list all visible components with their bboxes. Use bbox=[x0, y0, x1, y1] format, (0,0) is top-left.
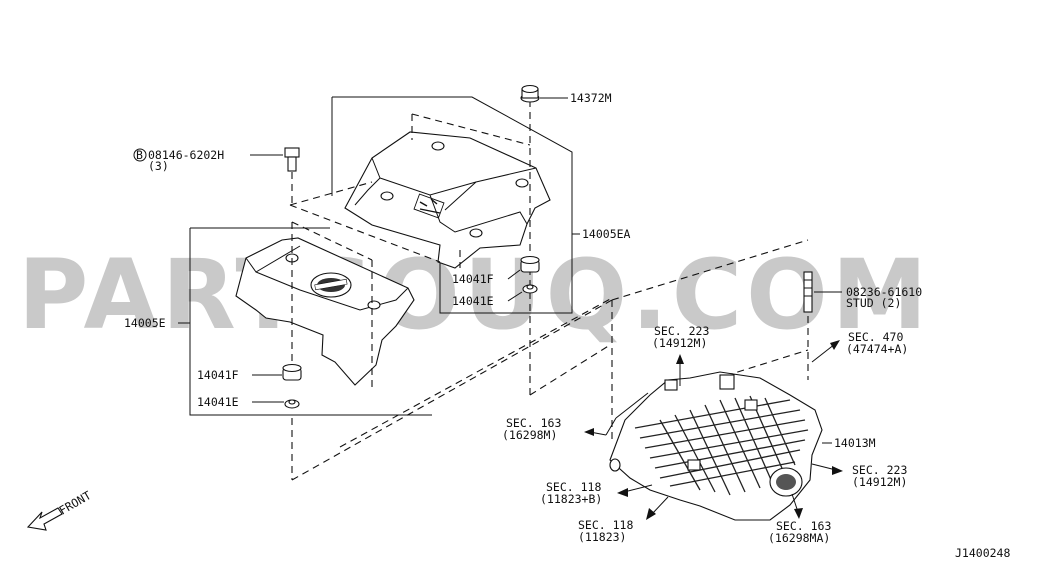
lower-cover-frame bbox=[178, 227, 432, 416]
diagram-id: J1400248 bbox=[955, 546, 1010, 560]
stud-08236-61610 bbox=[803, 271, 842, 380]
label-sec223-top-b: (14912M) bbox=[652, 336, 707, 350]
arrow-sec223-top bbox=[676, 354, 684, 386]
label-14005E: 14005E bbox=[124, 316, 166, 330]
label-14041F-upper: 14041F bbox=[452, 272, 494, 286]
engine-cover-upper bbox=[344, 131, 551, 269]
svg-text:B: B bbox=[136, 148, 143, 162]
label-sec163-right-a: SEC. 163 bbox=[776, 519, 831, 533]
label-14041E-lower: 14041E bbox=[197, 395, 239, 409]
engine-cover-lower bbox=[235, 237, 415, 386]
bolt-bullet-mark: B bbox=[133, 148, 147, 162]
label-stud-name: STUD (2) bbox=[846, 296, 901, 310]
nissan-emblem bbox=[310, 272, 352, 298]
arrow-sec163-right bbox=[791, 493, 803, 519]
arrow-sec163-left bbox=[584, 392, 649, 436]
label-14041E-upper: 14041E bbox=[452, 294, 494, 308]
arrow-sec223-right bbox=[811, 463, 843, 475]
grommet-14041F-upper bbox=[507, 255, 540, 280]
lower-cover-dashes bbox=[291, 221, 613, 481]
grommet-14041E-upper bbox=[507, 284, 538, 302]
label-sec118-lower-b: (11823) bbox=[578, 530, 626, 544]
grommet-14041E-lower bbox=[252, 399, 300, 409]
label-14372M: 14372M bbox=[570, 91, 612, 105]
label-sec470-b: (47474+A) bbox=[846, 342, 908, 356]
upper-cover-frame bbox=[331, 96, 580, 314]
watermark: PARTSOUQ.COM bbox=[18, 239, 931, 351]
intake-manifold-14013M bbox=[609, 371, 832, 521]
label-sec118-b: (11823+B) bbox=[540, 492, 602, 506]
label-bolt-code: 08146-6202H bbox=[148, 148, 224, 162]
label-sec118-a: SEC. 118 bbox=[546, 480, 601, 494]
label-sec163-right-b: (16298MA) bbox=[768, 531, 830, 545]
vq-logo-mark bbox=[413, 193, 445, 219]
label-sec163-left-a: SEC. 163 bbox=[506, 416, 561, 430]
label-sec223-top-a: SEC. 223 bbox=[654, 324, 709, 338]
bolt-08146-6202H bbox=[250, 147, 300, 205]
label-sec470-a: SEC. 470 bbox=[848, 330, 903, 344]
arrow-sec118 bbox=[617, 484, 653, 497]
label-sec118-lower-a: SEC. 118 bbox=[578, 518, 633, 532]
label-sec223-right-b: (14912M) bbox=[852, 475, 907, 489]
label-sec223-right-a: SEC. 223 bbox=[852, 463, 907, 477]
upper-cover-dashes bbox=[289, 100, 611, 396]
label-sec163-left-b: (16298M) bbox=[502, 428, 557, 442]
label-bolt-qty: (3) bbox=[148, 159, 169, 173]
manifold-dashes bbox=[611, 239, 809, 440]
arrow-sec470 bbox=[811, 340, 840, 363]
label-stud-code: 08236-61610 bbox=[846, 285, 922, 299]
label-14005EA: 14005EA bbox=[582, 227, 631, 241]
grommet-14041F-lower bbox=[252, 363, 302, 381]
label-front: FRONT bbox=[57, 488, 94, 517]
label-14041F-lower: 14041F bbox=[197, 368, 239, 382]
clip-14372M bbox=[520, 84, 568, 103]
label-14013M: 14013M bbox=[834, 436, 876, 450]
front-arrow-icon bbox=[26, 507, 63, 531]
arrow-sec118-lower bbox=[646, 496, 669, 520]
